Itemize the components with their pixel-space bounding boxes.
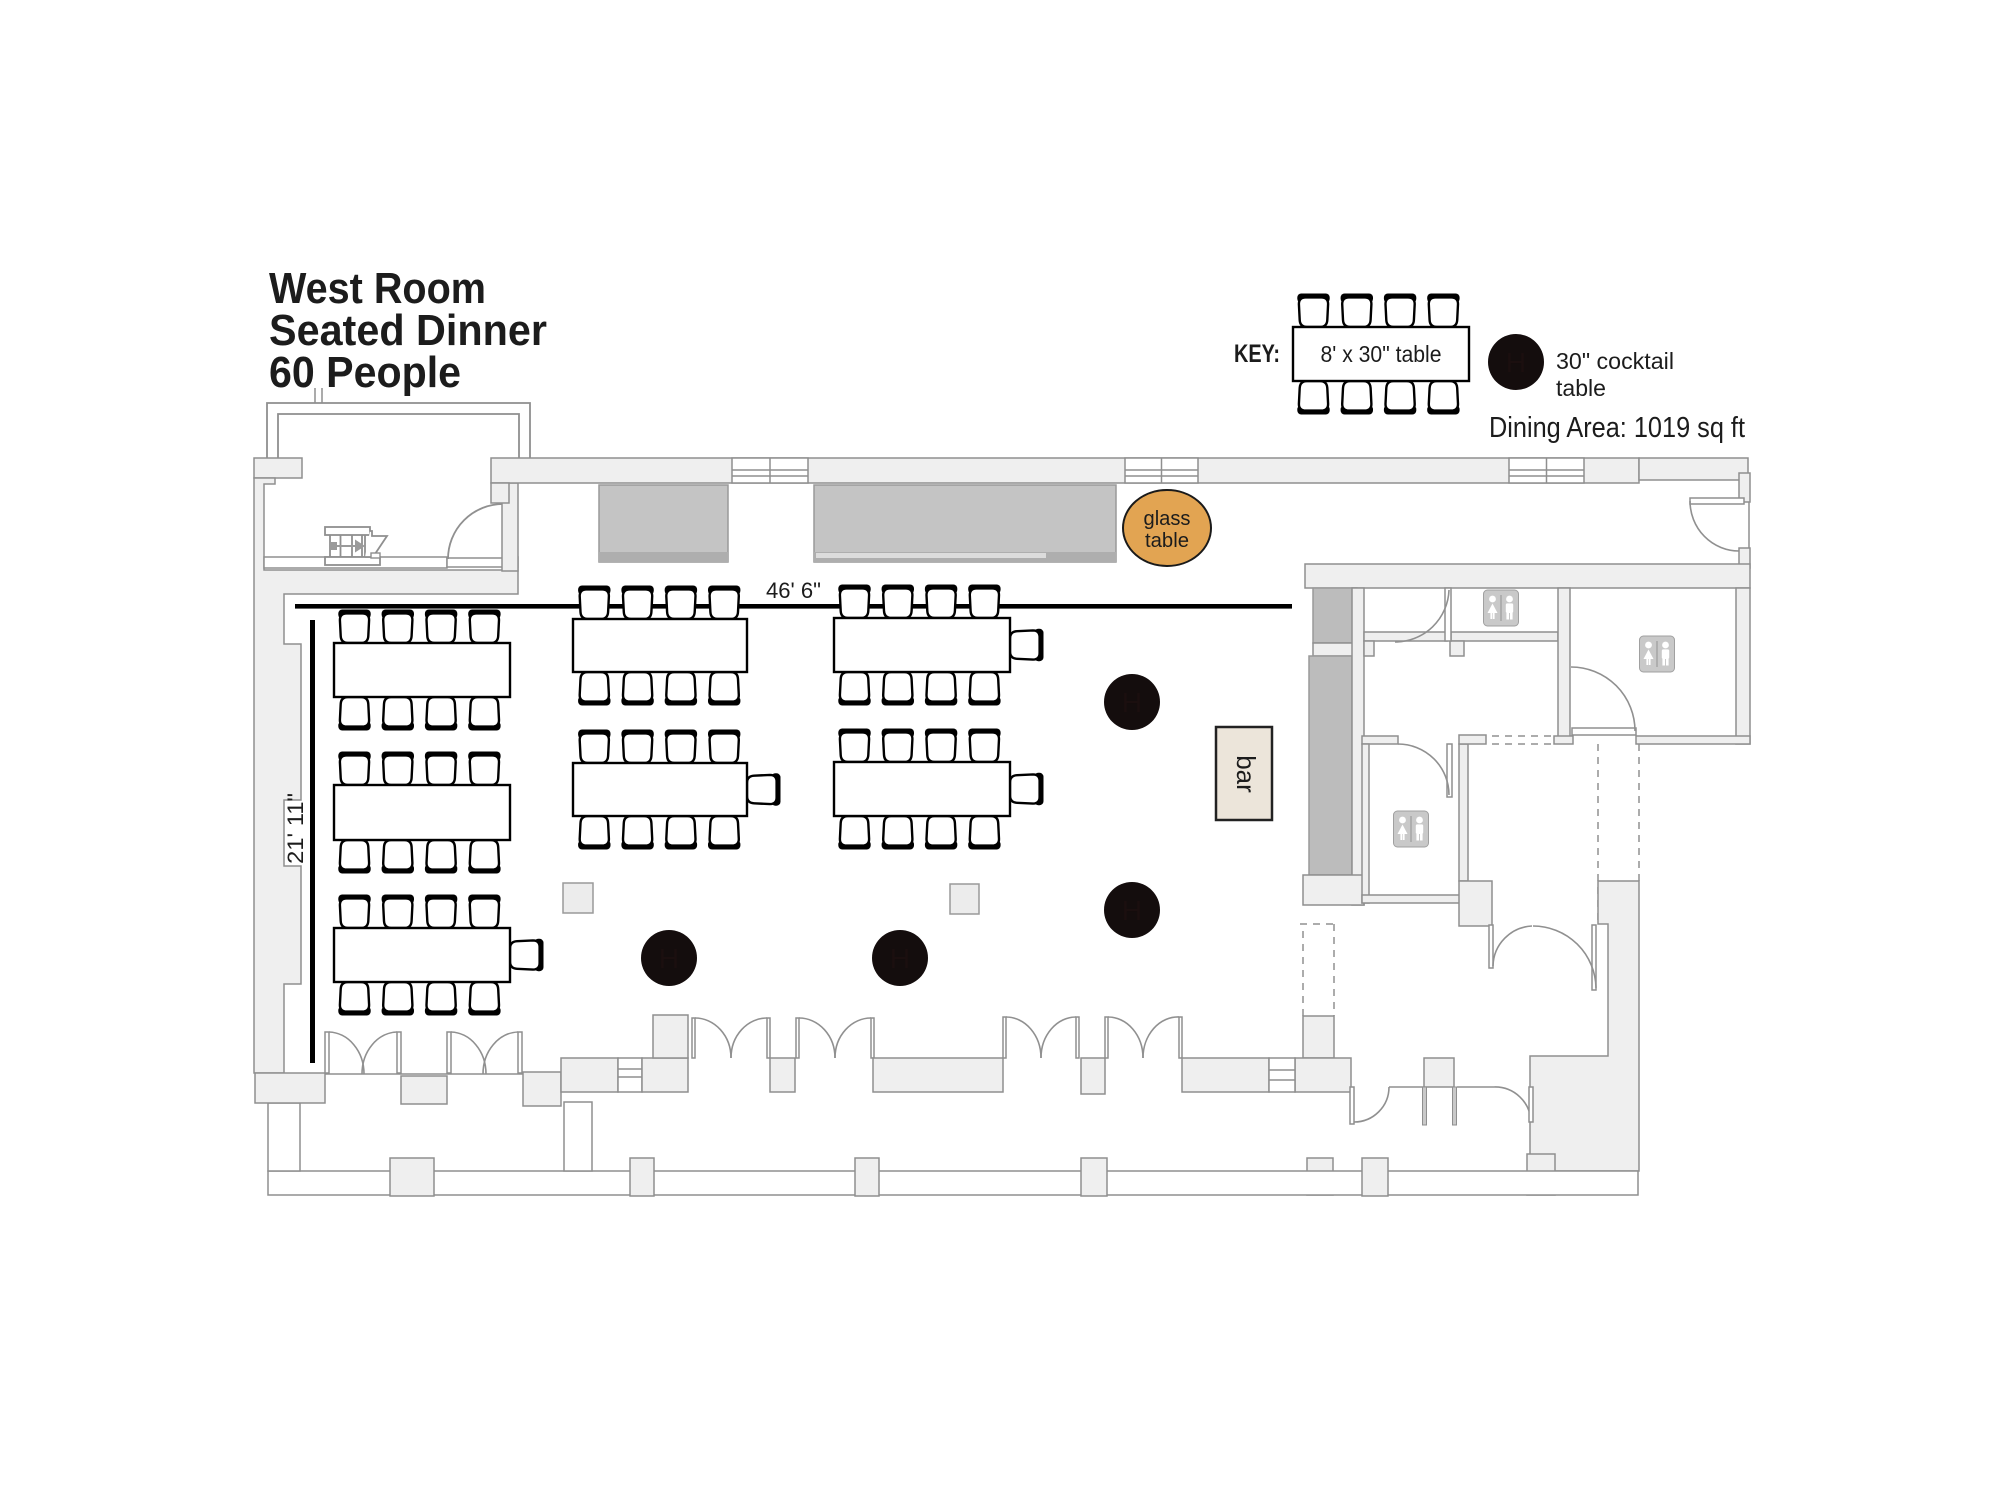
svg-text:H: H [659, 943, 679, 974]
svg-text:21' 11": 21' 11" [283, 793, 308, 864]
svg-text:46' 6": 46' 6" [766, 578, 821, 603]
svg-text:bar: bar [1231, 755, 1261, 793]
svg-text:H: H [1122, 687, 1142, 718]
svg-text:glass: glass [1144, 508, 1191, 530]
svg-text:KEY:: KEY: [1234, 340, 1280, 368]
svg-text:H: H [890, 943, 910, 974]
svg-text:West Room: West Room [269, 264, 486, 313]
svg-text:H: H [1122, 895, 1142, 926]
svg-text:table: table [1145, 530, 1189, 552]
svg-text:Seated Dinner: Seated Dinner [269, 306, 547, 355]
svg-text:Dining Area: 1019 sq ft: Dining Area: 1019 sq ft [1489, 412, 1745, 444]
svg-text:table: table [1556, 375, 1606, 401]
svg-text:30" cocktail: 30" cocktail [1556, 348, 1674, 374]
svg-text:60 People: 60 People [269, 348, 461, 397]
svg-text:8' x 30" table: 8' x 30" table [1321, 341, 1442, 367]
svg-text:H: H [1506, 347, 1526, 378]
